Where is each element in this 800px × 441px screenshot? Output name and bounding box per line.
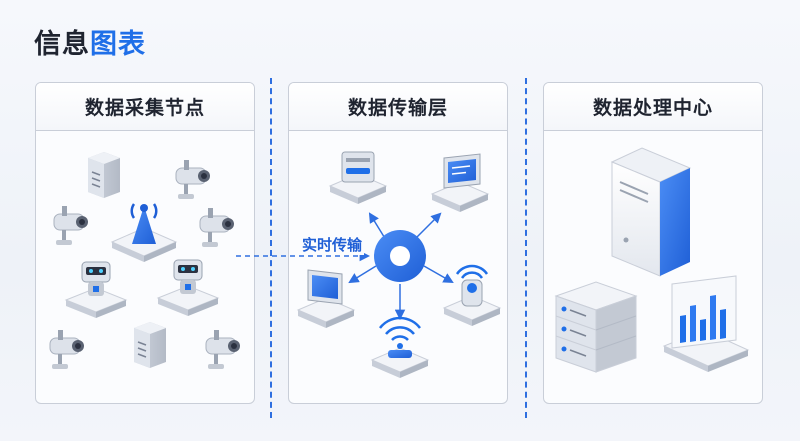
panel-title: 数据处理中心 bbox=[544, 83, 762, 131]
camera-icon bbox=[49, 330, 84, 369]
arrow bbox=[423, 265, 454, 284]
arrow bbox=[348, 265, 377, 284]
sensor-icon bbox=[442, 264, 502, 326]
arrow bbox=[368, 212, 387, 241]
monitor-icon bbox=[430, 153, 490, 212]
antenna-icon bbox=[110, 203, 178, 262]
section-divider bbox=[525, 78, 527, 418]
server-icon bbox=[328, 151, 388, 204]
wifi-icon bbox=[370, 316, 430, 378]
section-divider bbox=[270, 78, 272, 418]
page-title-accent: 图表 bbox=[90, 29, 146, 60]
tower-server-icon bbox=[610, 147, 692, 277]
robot-icon bbox=[156, 259, 220, 316]
camera-icon bbox=[199, 208, 234, 247]
flow-label: 实时传输 bbox=[300, 234, 365, 255]
page-title: 信息图表 bbox=[34, 22, 146, 61]
hub-icon bbox=[374, 230, 426, 282]
server-icon bbox=[134, 322, 166, 368]
robot-icon bbox=[64, 261, 128, 318]
camera-icon bbox=[205, 330, 240, 369]
camera-icon bbox=[53, 206, 88, 245]
arrow bbox=[413, 212, 442, 241]
server-rack-icon bbox=[554, 281, 638, 373]
panel-title: 数据传输层 bbox=[289, 83, 507, 131]
monitor-icon bbox=[296, 269, 356, 328]
camera-icon bbox=[175, 160, 210, 199]
server-icon bbox=[88, 152, 120, 198]
panel-title: 数据采集节点 bbox=[36, 83, 254, 131]
bar-chart-icon bbox=[662, 275, 750, 372]
page-title-main: 信息 bbox=[34, 29, 90, 60]
